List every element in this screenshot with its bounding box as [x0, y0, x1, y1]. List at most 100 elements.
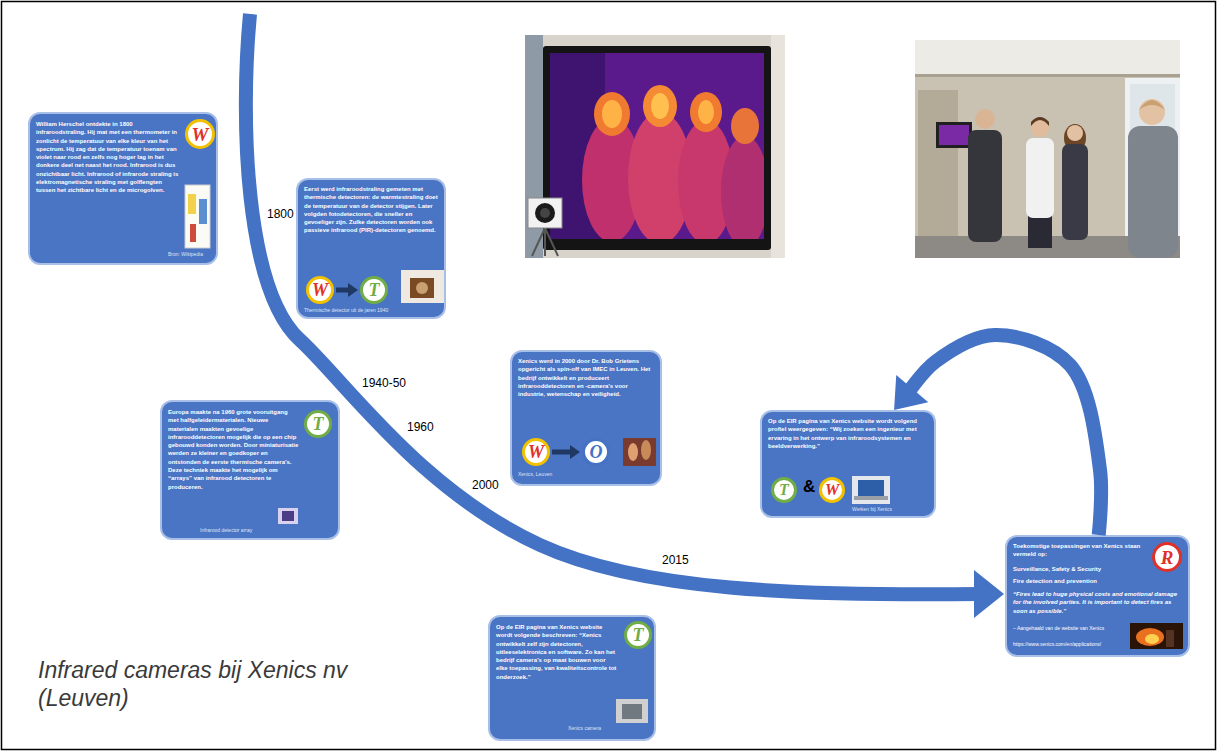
box-text: Op de EIR pagina van Xenics website word… [496, 623, 618, 681]
photo-ground [623, 438, 656, 466]
connector-arrow [552, 445, 580, 459]
box-text: Toekomstige toepassingen van Xenics staa… [1013, 542, 1148, 559]
source-note: – Aangehaald van de website van Xenics [1013, 625, 1128, 632]
photo-wall [771, 35, 785, 258]
symbol-letter: R [1161, 548, 1174, 567]
box-text: Eerst werd infraroodstraling gemeten met… [304, 185, 438, 235]
fire-flame [1136, 628, 1164, 646]
image-caption: Werken bij Xenics [852, 506, 932, 513]
tripod-leg [545, 228, 558, 256]
symbol-letter: W [825, 482, 839, 498]
laptop-screen [858, 480, 884, 496]
symbol-circle: T [304, 410, 332, 438]
visitors-photo [915, 40, 1180, 258]
connector-arrow [336, 283, 358, 297]
thermal-head [731, 108, 759, 144]
tripod-leg [544, 228, 546, 256]
thermal-head [643, 85, 677, 127]
connector-arrowhead [570, 445, 580, 459]
symbol-circle: W [306, 276, 334, 304]
timeline-arrowhead [974, 570, 1004, 618]
thermal-screen [550, 53, 764, 239]
timeline-box: T Europa maakte na 1960 grote vooruitgang… [160, 400, 340, 540]
photo-figure [1166, 630, 1174, 647]
camera-body [528, 198, 562, 228]
photo-ground [616, 699, 648, 723]
camera-lens-glass [540, 208, 550, 218]
fire-photo [1130, 623, 1183, 649]
figure-ground [185, 185, 210, 248]
symbol-circle: W [522, 438, 550, 466]
symbol-letter: O [590, 443, 603, 461]
photo-ground [852, 476, 890, 504]
connector-arrow [894, 335, 1101, 535]
photo-wall [525, 35, 785, 258]
year-label: 1960 [405, 420, 436, 434]
photo-figure [641, 440, 651, 460]
symbol-letter: W [312, 281, 328, 299]
room-ceiling [915, 40, 1180, 74]
year-label: 1800 [265, 207, 296, 221]
laptop-base [854, 496, 888, 500]
symbol-letter: T [779, 482, 789, 498]
camera-photo [616, 699, 648, 723]
thermal-head [594, 92, 630, 136]
image-caption: Bron: Wikipedia [168, 251, 214, 258]
thermal-body [721, 136, 764, 239]
person-head [1139, 99, 1165, 125]
symbol-circle: W [185, 119, 215, 149]
image-caption: Infrarood detector array [200, 527, 332, 534]
image-caption: Thermische detector uit de jaren 1940 [304, 307, 438, 314]
person-hair [1139, 100, 1165, 110]
symbol-circle: T [771, 477, 797, 503]
room-window [1125, 78, 1180, 258]
symbol-circle: T [624, 621, 652, 649]
connector-line [905, 335, 1101, 535]
box-text: Xenics werd in 2000 door Dr. Bob Grieten… [518, 357, 654, 398]
figure-band [188, 194, 196, 214]
thermal-hotspot [602, 100, 622, 128]
room-door [918, 90, 958, 258]
symbol-ampersand: & [801, 477, 817, 497]
connector-arrowhead [348, 283, 358, 297]
person-legs [1028, 214, 1052, 248]
company-photo [623, 438, 656, 466]
detector-window [416, 282, 428, 294]
thermal-hotspot [698, 100, 714, 124]
chip-photo [278, 508, 298, 524]
person-figure [1026, 138, 1054, 218]
fire-core [1145, 634, 1159, 644]
thermal-head [690, 92, 722, 132]
timeline-arrow [246, 14, 1004, 618]
wall-monitor-screen [939, 125, 969, 145]
detector-photo [401, 270, 444, 303]
figure-band [199, 199, 207, 224]
photo-ground [401, 270, 444, 303]
symbol-letter: T [369, 281, 380, 299]
box-text: William Herschel ontdekte in 1800 infrar… [36, 120, 181, 195]
person-figure [1062, 144, 1088, 240]
topic-heading: Surveillance, Safety & Security [1013, 565, 1183, 573]
photo-ground [1130, 623, 1183, 649]
symbol-letter: T [313, 415, 324, 433]
thermal-camera-photo [525, 35, 785, 258]
diagram-title: Infrared cameras bij Xenics nv (Leuven) [38, 656, 383, 712]
wall-monitor [936, 122, 972, 148]
camera-device [622, 704, 642, 719]
person-figure [1128, 126, 1178, 258]
person-hair [1031, 117, 1049, 126]
person-figure [968, 130, 1002, 242]
timeline-box: TWOp de EIR pagina van Xenics website wo… [760, 410, 936, 518]
image-caption: Xenics, Leuven [518, 471, 654, 478]
photo-ground [278, 508, 298, 524]
thermal-hotspot [651, 93, 669, 119]
tripod-leg [532, 228, 545, 256]
monitor-frame [543, 46, 771, 250]
person-head [1067, 125, 1083, 141]
symbol-circle: O [582, 438, 610, 466]
web-link: https://www.xenics.com/en/applications/ [1013, 641, 1131, 648]
box-text: Europa maakte na 1960 grote vooruitgang … [168, 408, 300, 491]
year-label: 1940-50 [360, 376, 408, 390]
timeline-band [246, 14, 980, 594]
